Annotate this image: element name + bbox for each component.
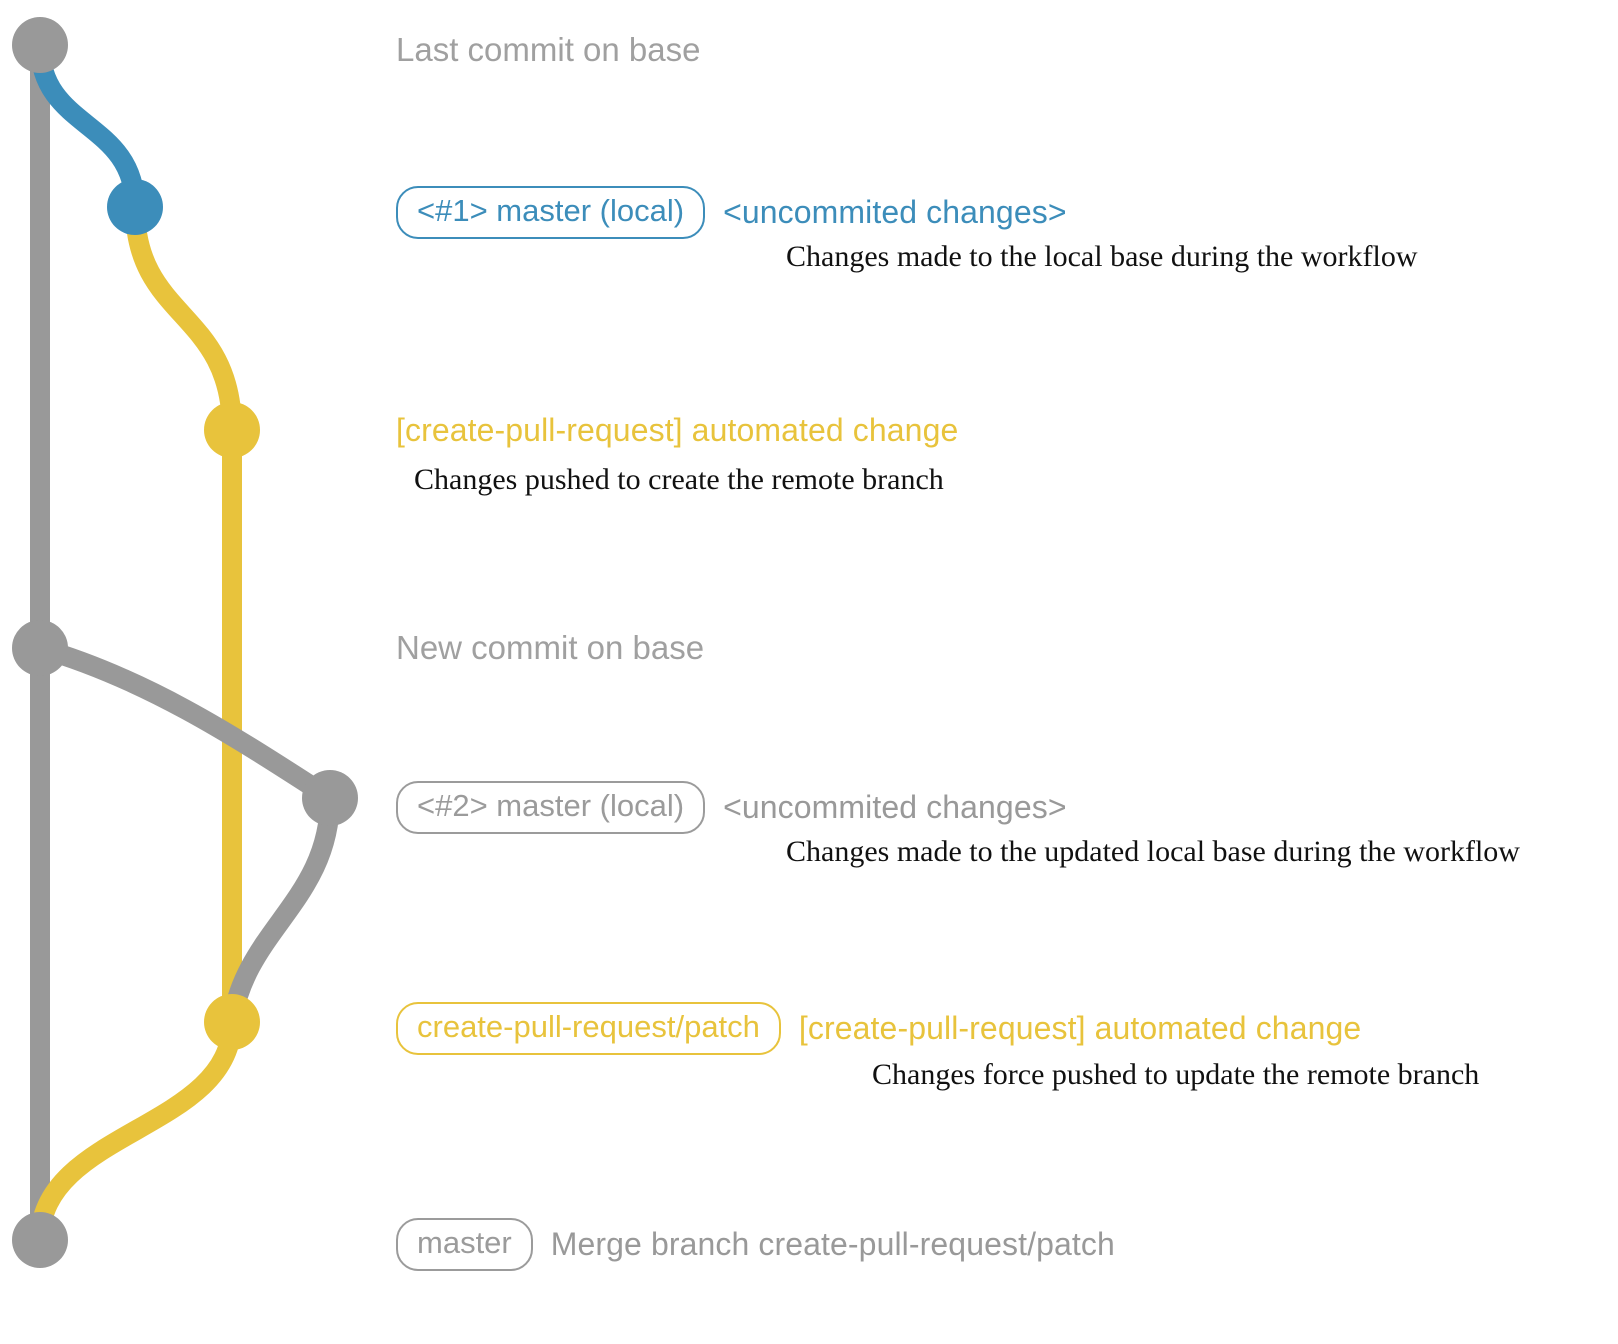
ref-badge-master-local-1[interactable]: <#1> master (local) — [396, 186, 706, 239]
edge-base-to-local-2 — [30, 638, 340, 808]
node-merge-master[interactable] — [12, 1212, 68, 1268]
edge-patch2-to-merge — [30, 1012, 242, 1250]
commit-message-merge-master: Merge branch create-pull-request/patch — [550, 1225, 1115, 1262]
commit-message-automated-change-2: [create-pull-request] automated change — [798, 1009, 1362, 1046]
commit-description-master-local-2: Changes made to the updated local base d… — [786, 835, 1520, 868]
commit-message-master-local-2: <uncommited changes> — [723, 788, 1067, 825]
commit-message-new-commit-on-base: New commit on base — [396, 629, 705, 666]
commit-row-master-local-1: <#1> master (local) <uncommited changes> — [396, 186, 1067, 239]
node-automated-change-1[interactable] — [204, 402, 260, 458]
ref-badge-master[interactable]: master — [396, 1218, 533, 1271]
node-master-local-1[interactable] — [107, 179, 163, 235]
commit-message-automated-change-1: [create-pull-request] automated change — [396, 412, 959, 448]
node-last-commit-on-base[interactable] — [12, 17, 68, 73]
ref-badge-master-local-2[interactable]: <#2> master (local) — [396, 781, 706, 834]
commit-description-master-local-1: Changes made to the local base during th… — [786, 240, 1418, 273]
commit-nodes — [12, 17, 358, 1268]
commit-row-merge-master: master Merge branch create-pull-request/… — [396, 1218, 1115, 1271]
commit-row-automated-change-1: [create-pull-request] automated change — [396, 412, 958, 449]
node-master-local-2[interactable] — [302, 770, 358, 826]
commit-row-automated-change-2: create-pull-request/patch [create-pull-r… — [396, 1002, 1361, 1055]
commit-description-automated-change-2: Changes force pushed to update the remot… — [872, 1058, 1480, 1091]
edge-local1-to-patch1 — [125, 197, 242, 440]
commit-row-master-local-2: <#2> master (local) <uncommited changes> — [396, 781, 1067, 834]
commit-message-master-local-1: <uncommited changes> — [723, 193, 1067, 230]
commit-message-last-commit-on-base: Last commit on base — [396, 31, 701, 68]
edge-base-to-local-1 — [30, 35, 145, 217]
ref-badge-create-pull-request-patch[interactable]: create-pull-request/patch — [396, 1002, 781, 1055]
node-automated-change-2[interactable] — [204, 994, 260, 1050]
node-new-commit-on-base[interactable] — [12, 620, 68, 676]
edge-local2-to-patch2 — [222, 788, 340, 1032]
commit-description-automated-change-1: Changes pushed to create the remote bran… — [414, 463, 944, 496]
